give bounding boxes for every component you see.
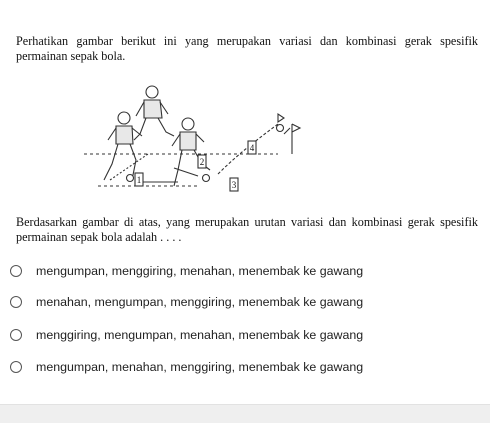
answer-option-b[interactable]: menahan, mengumpan, menggiring, menembak…	[6, 289, 476, 315]
answer-option-label: menahan, mengumpan, menggiring, menembak…	[36, 295, 364, 309]
radio-icon[interactable]	[10, 296, 22, 308]
answer-option-d[interactable]: mengumpan, menahan, menggiring, menembak…	[6, 354, 476, 380]
answer-option-label: mengumpan, menggiring, menahan, menembak…	[36, 264, 364, 278]
figure-label-4: 4	[250, 143, 255, 153]
question-card: Perhatikan gambar berikut ini yang merup…	[6, 34, 478, 380]
radio-icon[interactable]	[10, 361, 22, 373]
figure-label-3: 3	[232, 180, 237, 190]
figure-label-2: 2	[200, 157, 205, 167]
footer-bar	[0, 404, 490, 423]
answer-option-label: mengumpan, menahan, menggiring, menembak…	[36, 360, 364, 374]
figure-label-1: 1	[137, 175, 142, 185]
question-prompt: Berdasarkan gambar di atas, yang merupak…	[16, 215, 478, 244]
question-intro: Perhatikan gambar berikut ini yang merup…	[16, 34, 478, 63]
answer-option-a[interactable]: mengumpan, menggiring, menahan, menembak…	[6, 258, 476, 284]
soccer-drawing: 1 2 3 4	[84, 85, 302, 192]
answer-option-c[interactable]: menggiring, mengumpan, menahan, menembak…	[6, 322, 476, 348]
radio-icon[interactable]	[10, 265, 22, 277]
soccer-illustration: 1 2 3 4	[78, 84, 310, 208]
answer-option-label: menggiring, mengumpan, menahan, menembak…	[36, 328, 364, 342]
radio-icon[interactable]	[10, 329, 22, 341]
